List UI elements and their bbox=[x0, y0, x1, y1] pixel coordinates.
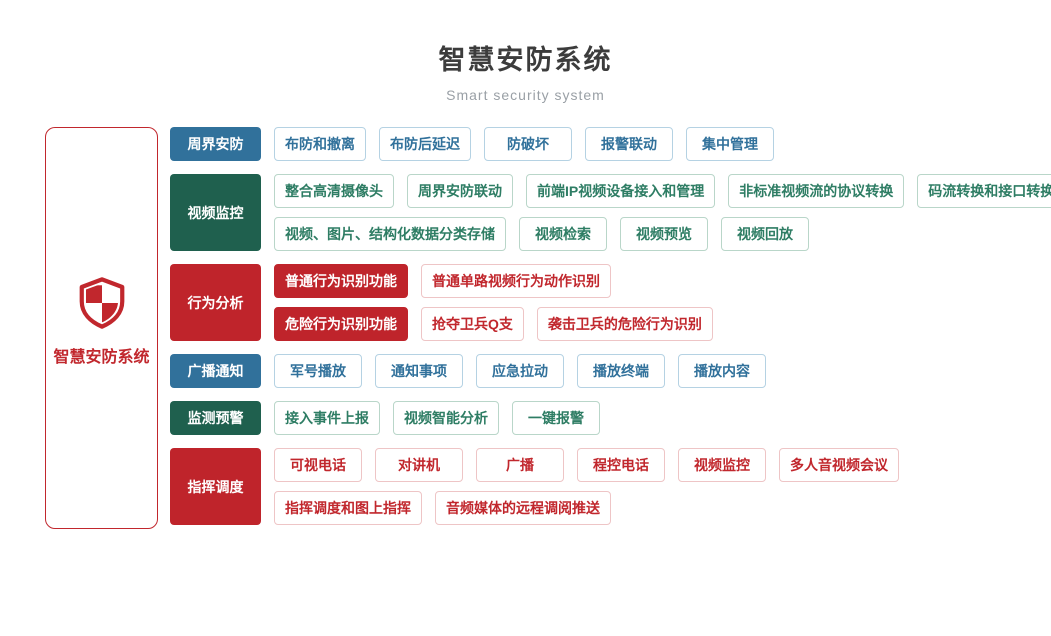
feature-item: 广播 bbox=[476, 448, 564, 482]
page-title: 智慧安防系统 bbox=[438, 45, 613, 75]
feature-line: 普通行为识别功能普通单路视频行为动作识别 bbox=[274, 264, 713, 298]
feature-item: 军号播放 bbox=[274, 354, 362, 388]
feature-item: 可视电话 bbox=[274, 448, 362, 482]
feature-item: 多人音视频会议 bbox=[779, 448, 899, 482]
feature-item: 视频预览 bbox=[620, 217, 708, 251]
page-subtitle: Smart security system bbox=[446, 87, 605, 103]
feature-line: 接入事件上报视频智能分析一键报警 bbox=[274, 401, 600, 435]
feature-item: 程控电话 bbox=[577, 448, 665, 482]
shield-icon bbox=[79, 277, 124, 329]
feature-line: 军号播放通知事项应急拉动播放终端播放内容 bbox=[274, 354, 766, 388]
category-label-monitor-warning: 监测预警 bbox=[170, 401, 261, 435]
diagram-rows: 周界安防布防和撤离布防后延迟防破坏报警联动集中管理视频监控整合高清摄像头周界安防… bbox=[170, 127, 1051, 525]
feature-item: 集中管理 bbox=[686, 127, 774, 161]
category-row-broadcast-notice: 广播通知军号播放通知事项应急拉动播放终端播放内容 bbox=[170, 354, 1051, 388]
feature-item: 普通行为识别功能 bbox=[274, 264, 408, 298]
feature-item: 视频、图片、结构化数据分类存储 bbox=[274, 217, 506, 251]
feature-item: 视频检索 bbox=[519, 217, 607, 251]
feature-item: 一键报警 bbox=[512, 401, 600, 435]
category-label-video-surveillance: 视频监控 bbox=[170, 174, 261, 251]
feature-item: 视频监控 bbox=[678, 448, 766, 482]
feature-item: 报警联动 bbox=[585, 127, 673, 161]
feature-line: 危险行为识别功能抢夺卫兵Q支袭击卫兵的危险行为识别 bbox=[274, 307, 713, 341]
page-header: 智慧安防系统 Smart security system bbox=[0, 38, 1051, 103]
feature-item: 视频回放 bbox=[721, 217, 809, 251]
feature-line: 指挥调度和图上指挥音频媒体的远程调阅推送 bbox=[274, 491, 899, 525]
category-label-perimeter-security: 周界安防 bbox=[170, 127, 261, 161]
feature-item: 接入事件上报 bbox=[274, 401, 380, 435]
feature-item: 播放内容 bbox=[678, 354, 766, 388]
category-row-monitor-warning: 监测预警接入事件上报视频智能分析一键报警 bbox=[170, 401, 1051, 435]
feature-item: 指挥调度和图上指挥 bbox=[274, 491, 422, 525]
feature-item: 音频媒体的远程调阅推送 bbox=[435, 491, 611, 525]
feature-item: 非标准视频流的协议转换 bbox=[728, 174, 905, 208]
feature-item: 码流转换和接口转换 bbox=[917, 174, 1051, 208]
category-label-broadcast-notice: 广播通知 bbox=[170, 354, 261, 388]
feature-item: 防破坏 bbox=[484, 127, 572, 161]
feature-item: 布防后延迟 bbox=[379, 127, 471, 161]
root-system-node: 智慧安防系统 bbox=[45, 127, 158, 529]
feature-line: 布防和撤离布防后延迟防破坏报警联动集中管理 bbox=[274, 127, 774, 161]
feature-line: 可视电话对讲机广播程控电话视频监控多人音视频会议 bbox=[274, 448, 899, 482]
feature-item: 布防和撤离 bbox=[274, 127, 366, 161]
feature-item: 普通单路视频行为动作识别 bbox=[421, 264, 611, 298]
category-row-video-surveillance: 视频监控整合高清摄像头周界安防联动前端IP视频设备接入和管理非标准视频流的协议转… bbox=[170, 174, 1051, 251]
category-row-behavior-analysis: 行为分析普通行为识别功能普通单路视频行为动作识别危险行为识别功能抢夺卫兵Q支袭击… bbox=[170, 264, 1051, 341]
feature-item: 视频智能分析 bbox=[393, 401, 499, 435]
feature-line: 整合高清摄像头周界安防联动前端IP视频设备接入和管理非标准视频流的协议转换码流转… bbox=[274, 174, 1051, 208]
feature-item: 袭击卫兵的危险行为识别 bbox=[536, 307, 713, 341]
feature-item: 对讲机 bbox=[375, 448, 463, 482]
feature-item: 通知事项 bbox=[375, 354, 463, 388]
root-system-label: 智慧安防系统 bbox=[53, 349, 150, 366]
feature-item: 危险行为识别功能 bbox=[274, 307, 408, 341]
feature-item: 整合高清摄像头 bbox=[274, 174, 394, 208]
feature-item: 周界安防联动 bbox=[407, 174, 513, 208]
category-row-perimeter-security: 周界安防布防和撤离布防后延迟防破坏报警联动集中管理 bbox=[170, 127, 1051, 161]
category-label-behavior-analysis: 行为分析 bbox=[170, 264, 261, 341]
category-row-command-dispatch: 指挥调度可视电话对讲机广播程控电话视频监控多人音视频会议指挥调度和图上指挥音频媒… bbox=[170, 448, 1051, 525]
category-label-command-dispatch: 指挥调度 bbox=[170, 448, 261, 525]
feature-item: 抢夺卫兵Q支 bbox=[421, 307, 524, 341]
feature-line: 视频、图片、结构化数据分类存储视频检索视频预览视频回放 bbox=[274, 217, 1051, 251]
feature-item: 应急拉动 bbox=[476, 354, 564, 388]
feature-item: 前端IP视频设备接入和管理 bbox=[526, 174, 716, 208]
feature-item: 播放终端 bbox=[577, 354, 665, 388]
